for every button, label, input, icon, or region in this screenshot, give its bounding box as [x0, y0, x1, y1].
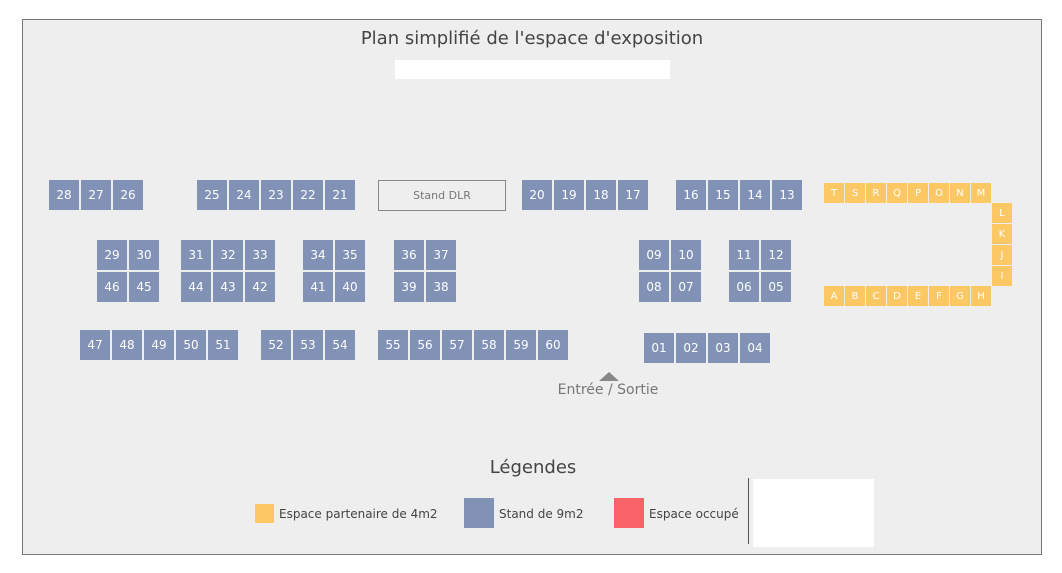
- stand-35[interactable]: 35: [335, 240, 365, 270]
- partner-space-B[interactable]: B: [845, 286, 865, 306]
- partner-space-J[interactable]: J: [992, 245, 1012, 265]
- stand-46[interactable]: 46: [97, 272, 127, 302]
- stand-47[interactable]: 47: [80, 330, 110, 360]
- stand-dlr[interactable]: Stand DLR: [378, 180, 506, 211]
- partner-space-T[interactable]: T: [824, 183, 844, 203]
- stand-60[interactable]: 60: [538, 330, 568, 360]
- stand-33[interactable]: 33: [245, 240, 275, 270]
- stand-30[interactable]: 30: [129, 240, 159, 270]
- stand-44[interactable]: 44: [181, 272, 211, 302]
- legend-swatch-stand: [464, 498, 494, 528]
- partner-space-E[interactable]: E: [908, 286, 928, 306]
- stand-43[interactable]: 43: [213, 272, 243, 302]
- stand-31[interactable]: 31: [181, 240, 211, 270]
- stand-38[interactable]: 38: [426, 272, 456, 302]
- partner-space-I[interactable]: I: [992, 266, 1012, 286]
- entrance-label: Entrée / Sortie: [557, 382, 659, 398]
- partner-space-P[interactable]: P: [908, 183, 928, 203]
- stand-45[interactable]: 45: [129, 272, 159, 302]
- stand-26[interactable]: 26: [113, 180, 143, 210]
- partner-space-G[interactable]: G: [950, 286, 970, 306]
- stand-19[interactable]: 19: [554, 180, 584, 210]
- partner-space-O[interactable]: O: [929, 183, 949, 203]
- stand-06[interactable]: 06: [729, 272, 759, 302]
- partner-space-F[interactable]: F: [929, 286, 949, 306]
- partner-space-K[interactable]: K: [992, 224, 1012, 244]
- stand-39[interactable]: 39: [394, 272, 424, 302]
- stand-13[interactable]: 13: [772, 180, 802, 210]
- legend-title: Légendes: [489, 457, 577, 478]
- legend-label-stand: Stand de 9m2: [499, 507, 584, 521]
- legend-swatch-partner: [255, 504, 274, 523]
- stand-12[interactable]: 12: [761, 240, 791, 270]
- stand-32[interactable]: 32: [213, 240, 243, 270]
- legend-swatch-occupied: [614, 498, 644, 528]
- stand-49[interactable]: 49: [144, 330, 174, 360]
- stand-27[interactable]: 27: [81, 180, 111, 210]
- stand-04[interactable]: 04: [740, 333, 770, 363]
- partner-space-Q[interactable]: Q: [887, 183, 907, 203]
- partner-space-A[interactable]: A: [824, 286, 844, 306]
- stand-24[interactable]: 24: [229, 180, 259, 210]
- stand-55[interactable]: 55: [378, 330, 408, 360]
- stand-21[interactable]: 21: [325, 180, 355, 210]
- stand-14[interactable]: 14: [740, 180, 770, 210]
- stand-40[interactable]: 40: [335, 272, 365, 302]
- stand-54[interactable]: 54: [325, 330, 355, 360]
- stand-18[interactable]: 18: [586, 180, 616, 210]
- stand-29[interactable]: 29: [97, 240, 127, 270]
- stand-22[interactable]: 22: [293, 180, 323, 210]
- stand-58[interactable]: 58: [474, 330, 504, 360]
- page-title: Plan simplifié de l'espace d'exposition: [360, 28, 704, 49]
- partner-space-M[interactable]: M: [971, 183, 991, 203]
- stand-11[interactable]: 11: [729, 240, 759, 270]
- stand-20[interactable]: 20: [522, 180, 552, 210]
- stand-34[interactable]: 34: [303, 240, 333, 270]
- stand-53[interactable]: 53: [293, 330, 323, 360]
- stand-36[interactable]: 36: [394, 240, 424, 270]
- title-blank-box: [395, 60, 670, 79]
- partner-space-R[interactable]: R: [866, 183, 886, 203]
- stand-28[interactable]: 28: [49, 180, 79, 210]
- legend-blank-box: [753, 479, 874, 547]
- stand-15[interactable]: 15: [708, 180, 738, 210]
- stand-09[interactable]: 09: [639, 240, 669, 270]
- legend-label-partner: Espace partenaire de 4m2: [279, 507, 438, 521]
- floor-plan: Plan simplifié de l'espace d'exposition …: [22, 19, 1042, 555]
- legend-label-occupied: Espace occupé: [649, 507, 739, 521]
- stand-08[interactable]: 08: [639, 272, 669, 302]
- stand-57[interactable]: 57: [442, 330, 472, 360]
- partner-space-D[interactable]: D: [887, 286, 907, 306]
- partner-space-C[interactable]: C: [866, 286, 886, 306]
- legend-divider: [748, 478, 749, 544]
- stand-16[interactable]: 16: [676, 180, 706, 210]
- stand-03[interactable]: 03: [708, 333, 738, 363]
- stand-01[interactable]: 01: [644, 333, 674, 363]
- stand-10[interactable]: 10: [671, 240, 701, 270]
- stand-51[interactable]: 51: [208, 330, 238, 360]
- stand-17[interactable]: 17: [618, 180, 648, 210]
- stand-37[interactable]: 37: [426, 240, 456, 270]
- stand-48[interactable]: 48: [112, 330, 142, 360]
- stand-42[interactable]: 42: [245, 272, 275, 302]
- partner-space-S[interactable]: S: [845, 183, 865, 203]
- entrance-arrow-icon: [599, 372, 619, 381]
- partner-space-H[interactable]: H: [971, 286, 991, 306]
- stand-56[interactable]: 56: [410, 330, 440, 360]
- partner-space-L[interactable]: L: [992, 203, 1012, 223]
- stand-52[interactable]: 52: [261, 330, 291, 360]
- stand-07[interactable]: 07: [671, 272, 701, 302]
- stand-59[interactable]: 59: [506, 330, 536, 360]
- stand-02[interactable]: 02: [676, 333, 706, 363]
- stand-25[interactable]: 25: [197, 180, 227, 210]
- stand-50[interactable]: 50: [176, 330, 206, 360]
- partner-space-N[interactable]: N: [950, 183, 970, 203]
- stand-23[interactable]: 23: [261, 180, 291, 210]
- stand-05[interactable]: 05: [761, 272, 791, 302]
- stand-41[interactable]: 41: [303, 272, 333, 302]
